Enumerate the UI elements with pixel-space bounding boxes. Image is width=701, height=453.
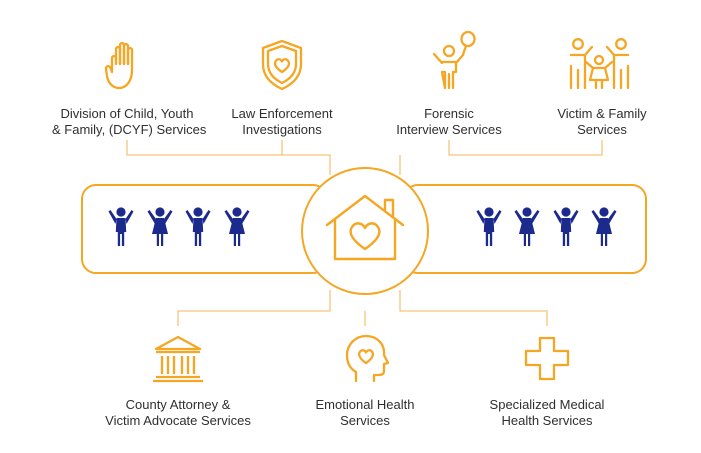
house-heart-icon [325,194,405,261]
label-county-attorney: County Attorney & Victim Advocate Servic… [98,397,258,429]
label-law-enforcement: Law Enforcement Investigations [212,106,352,138]
label-forensic-interview: Forensic Interview Services [384,106,514,138]
label-line: Interview Services [396,122,502,137]
child-girl-icon [147,207,173,246]
child-balloon-icon [432,30,476,90]
connector-top-right [399,140,603,175]
label-emotional-health: Emotional Health Services [300,397,430,429]
child-girl-icon [591,207,617,246]
head-heart-icon [345,334,390,383]
label-line: Law Enforcement [231,106,333,121]
connector-lines [126,140,603,326]
family-icon [569,38,630,90]
label-line: Services [577,122,627,137]
label-line: Division of Child, Youth [60,106,194,121]
connector-top-left [126,140,331,175]
label-line: Services [340,413,390,428]
label-victim-family: Victim & Family Services [542,106,662,138]
child-boy-icon [108,207,134,246]
child-girl-icon [224,207,250,246]
child-boy-icon [185,207,211,246]
label-line: Forensic [424,106,474,121]
shield-heart-icon [261,39,303,91]
label-line: Victim & Family [557,106,647,121]
connector-bottom-right [399,290,548,326]
child-boy-icon [476,207,502,246]
label-dcyf-services: Division of Child, Youth & Family, (DCYF… [52,106,207,138]
label-line: Investigations [242,122,322,137]
courthouse-icon [153,335,203,383]
center-circle [301,167,429,295]
medical-cross-icon [524,336,570,381]
label-line: County Attorney & [125,397,231,412]
children-group-right [476,207,617,246]
label-line: Victim Advocate Services [105,413,251,428]
label-line: Health Services [501,413,593,428]
child-girl-icon [514,207,540,246]
connector-bottom-left [177,290,331,326]
raised-hand-icon [104,41,134,90]
children-group-left [108,207,250,246]
label-line: & Family, (DCYF) Services [52,122,207,137]
label-line: Emotional Health [315,397,415,412]
child-boy-icon [553,207,579,246]
label-specialized-medical: Specialized Medical Health Services [477,397,617,429]
label-line: Specialized Medical [489,397,605,412]
